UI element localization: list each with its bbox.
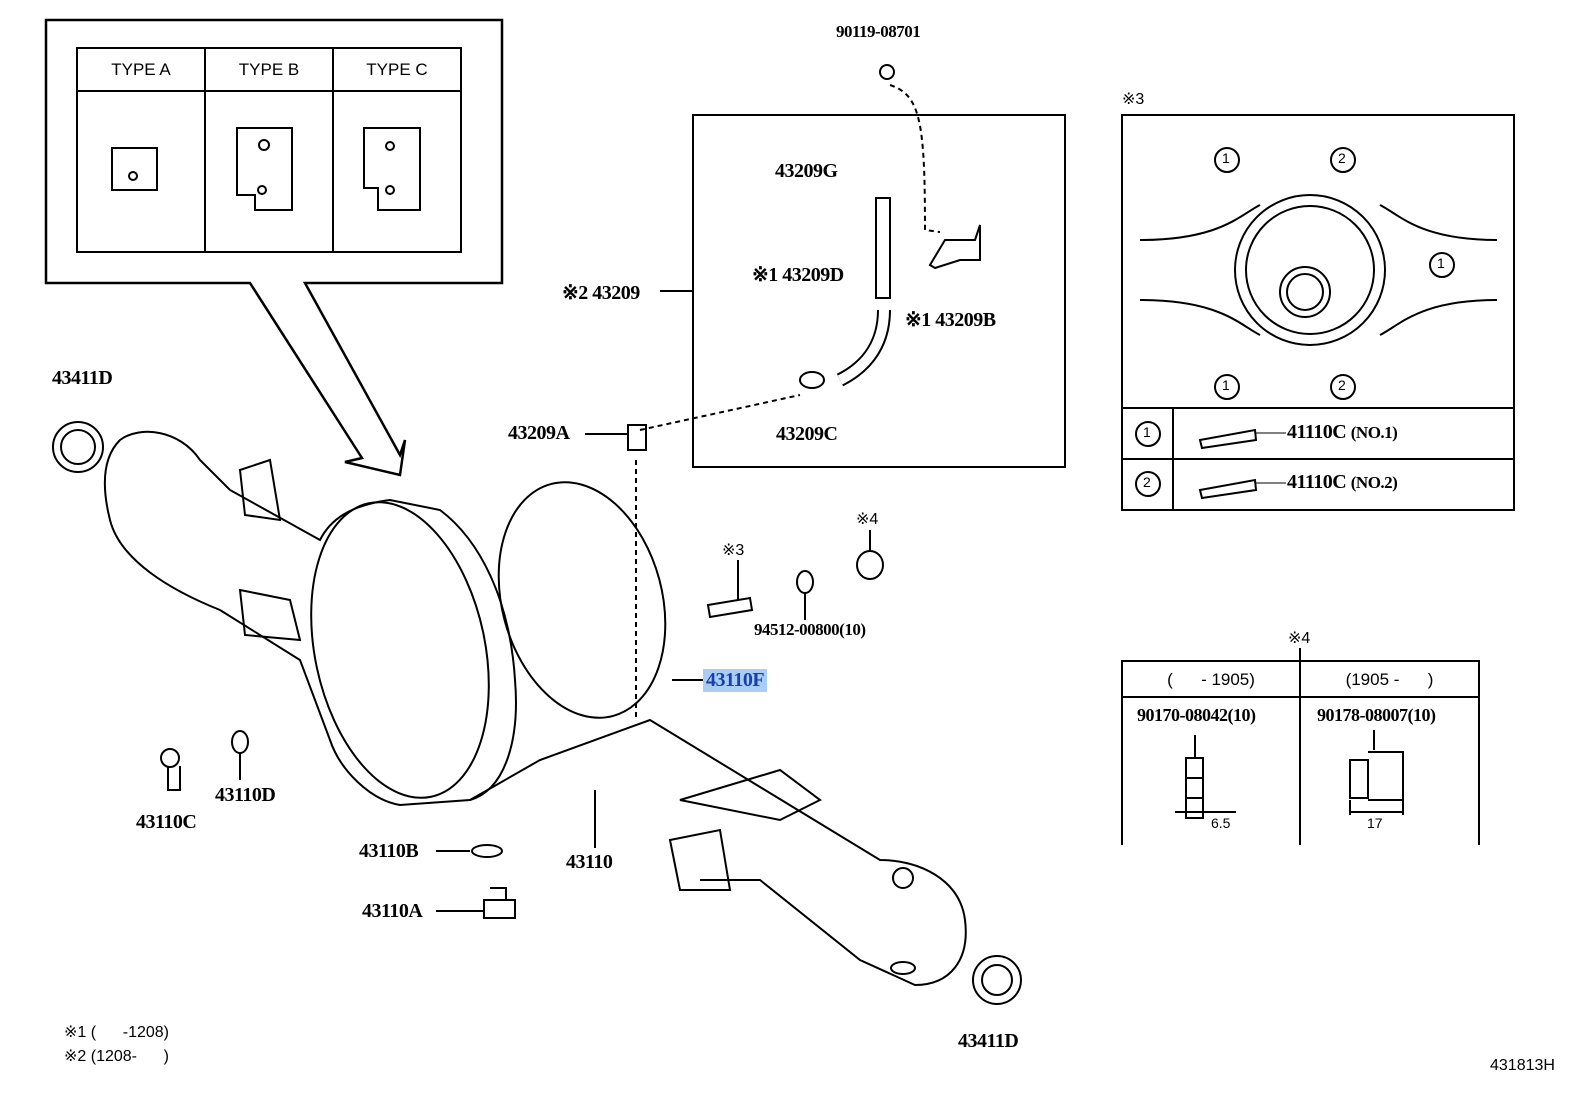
part-label-43110F-highlighted[interactable]: 43110F <box>703 669 768 692</box>
detail-3-circle-1-bottom: 1 <box>1222 377 1230 393</box>
detail-3-row-1-marker: 1 <box>1143 424 1151 440</box>
part-label-43110C[interactable]: 43110C <box>136 811 197 833</box>
part-label-43209B[interactable]: ※1 43209B <box>905 309 996 331</box>
part-note: (NO.2) <box>1350 473 1398 492</box>
part-label-43110D[interactable]: 43110D <box>215 784 276 806</box>
footnote-2: ※2 (1208- ) <box>64 1048 169 1065</box>
detail-3-circle-2-bottom: 2 <box>1338 377 1346 393</box>
detail-4-col-1-range: ( - 1905) <box>1167 670 1255 689</box>
part-note: (NO.1) <box>1350 423 1398 442</box>
diagram-id: 431813H <box>1490 1057 1555 1074</box>
part-label-90119-08701[interactable]: 90119-08701 <box>836 22 921 41</box>
part-label-43209A[interactable]: 43209A <box>508 422 570 444</box>
part-label-94512-00800[interactable]: 94512-00800(10) <box>754 620 866 639</box>
detail-4-col-1-part[interactable]: 90170-08042(10) <box>1137 705 1256 725</box>
footnote-1: ※1 ( -1208) <box>64 1024 169 1041</box>
detail-3-row-1-part[interactable]: 41110C (NO.1) <box>1287 421 1398 444</box>
type-inset-callout <box>44 18 504 477</box>
part-number: 41110C <box>1287 471 1347 493</box>
part-label-43209D[interactable]: ※1 43209D <box>752 264 844 286</box>
detail-3-circle-1-top: 1 <box>1222 150 1230 166</box>
axle-housing <box>52 421 1022 1005</box>
note-3-marker: ※3 <box>722 542 745 559</box>
detail-4-col-2-dimension: 17 <box>1367 815 1383 831</box>
small-parts <box>160 530 884 919</box>
detail-3-row-2-part[interactable]: 41110C (NO.2) <box>1287 471 1398 494</box>
type-b-label: TYPE B <box>238 60 300 79</box>
breather-hose-box <box>585 64 1066 720</box>
detail-4-box <box>1121 648 1480 845</box>
part-label-43110A[interactable]: 43110A <box>362 900 423 922</box>
detail-3-title: ※3 <box>1122 91 1145 108</box>
type-a-label: TYPE A <box>111 60 171 79</box>
detail-3-circle-2-top: 2 <box>1338 150 1346 166</box>
detail-4-title: ※4 <box>1288 630 1311 647</box>
detail-4-col-2-part[interactable]: 90178-08007(10) <box>1317 705 1436 725</box>
part-label-43110B[interactable]: 43110B <box>359 840 419 862</box>
detail-4-col-1-dimension: 6.5 <box>1211 815 1231 831</box>
part-number: 41110C <box>1287 421 1347 443</box>
note-4-marker: ※4 <box>856 511 879 528</box>
part-label-43209C[interactable]: 43209C <box>776 423 838 445</box>
part-label-43411D-left[interactable]: 43411D <box>52 367 113 389</box>
detail-3-circle-1-right: 1 <box>1437 255 1445 271</box>
part-label-43209[interactable]: ※2 43209 <box>562 282 640 304</box>
part-label-43411D-right[interactable]: 43411D <box>958 1030 1019 1052</box>
part-label-43209G[interactable]: 43209G <box>775 160 838 182</box>
detail-4-col-2-range: (1905 - ) <box>1345 670 1434 689</box>
detail-3-row-2-marker: 2 <box>1143 474 1151 490</box>
detail-3-box <box>1121 114 1515 511</box>
type-c-label: TYPE C <box>366 60 428 79</box>
part-label-43110[interactable]: 43110 <box>566 851 613 873</box>
